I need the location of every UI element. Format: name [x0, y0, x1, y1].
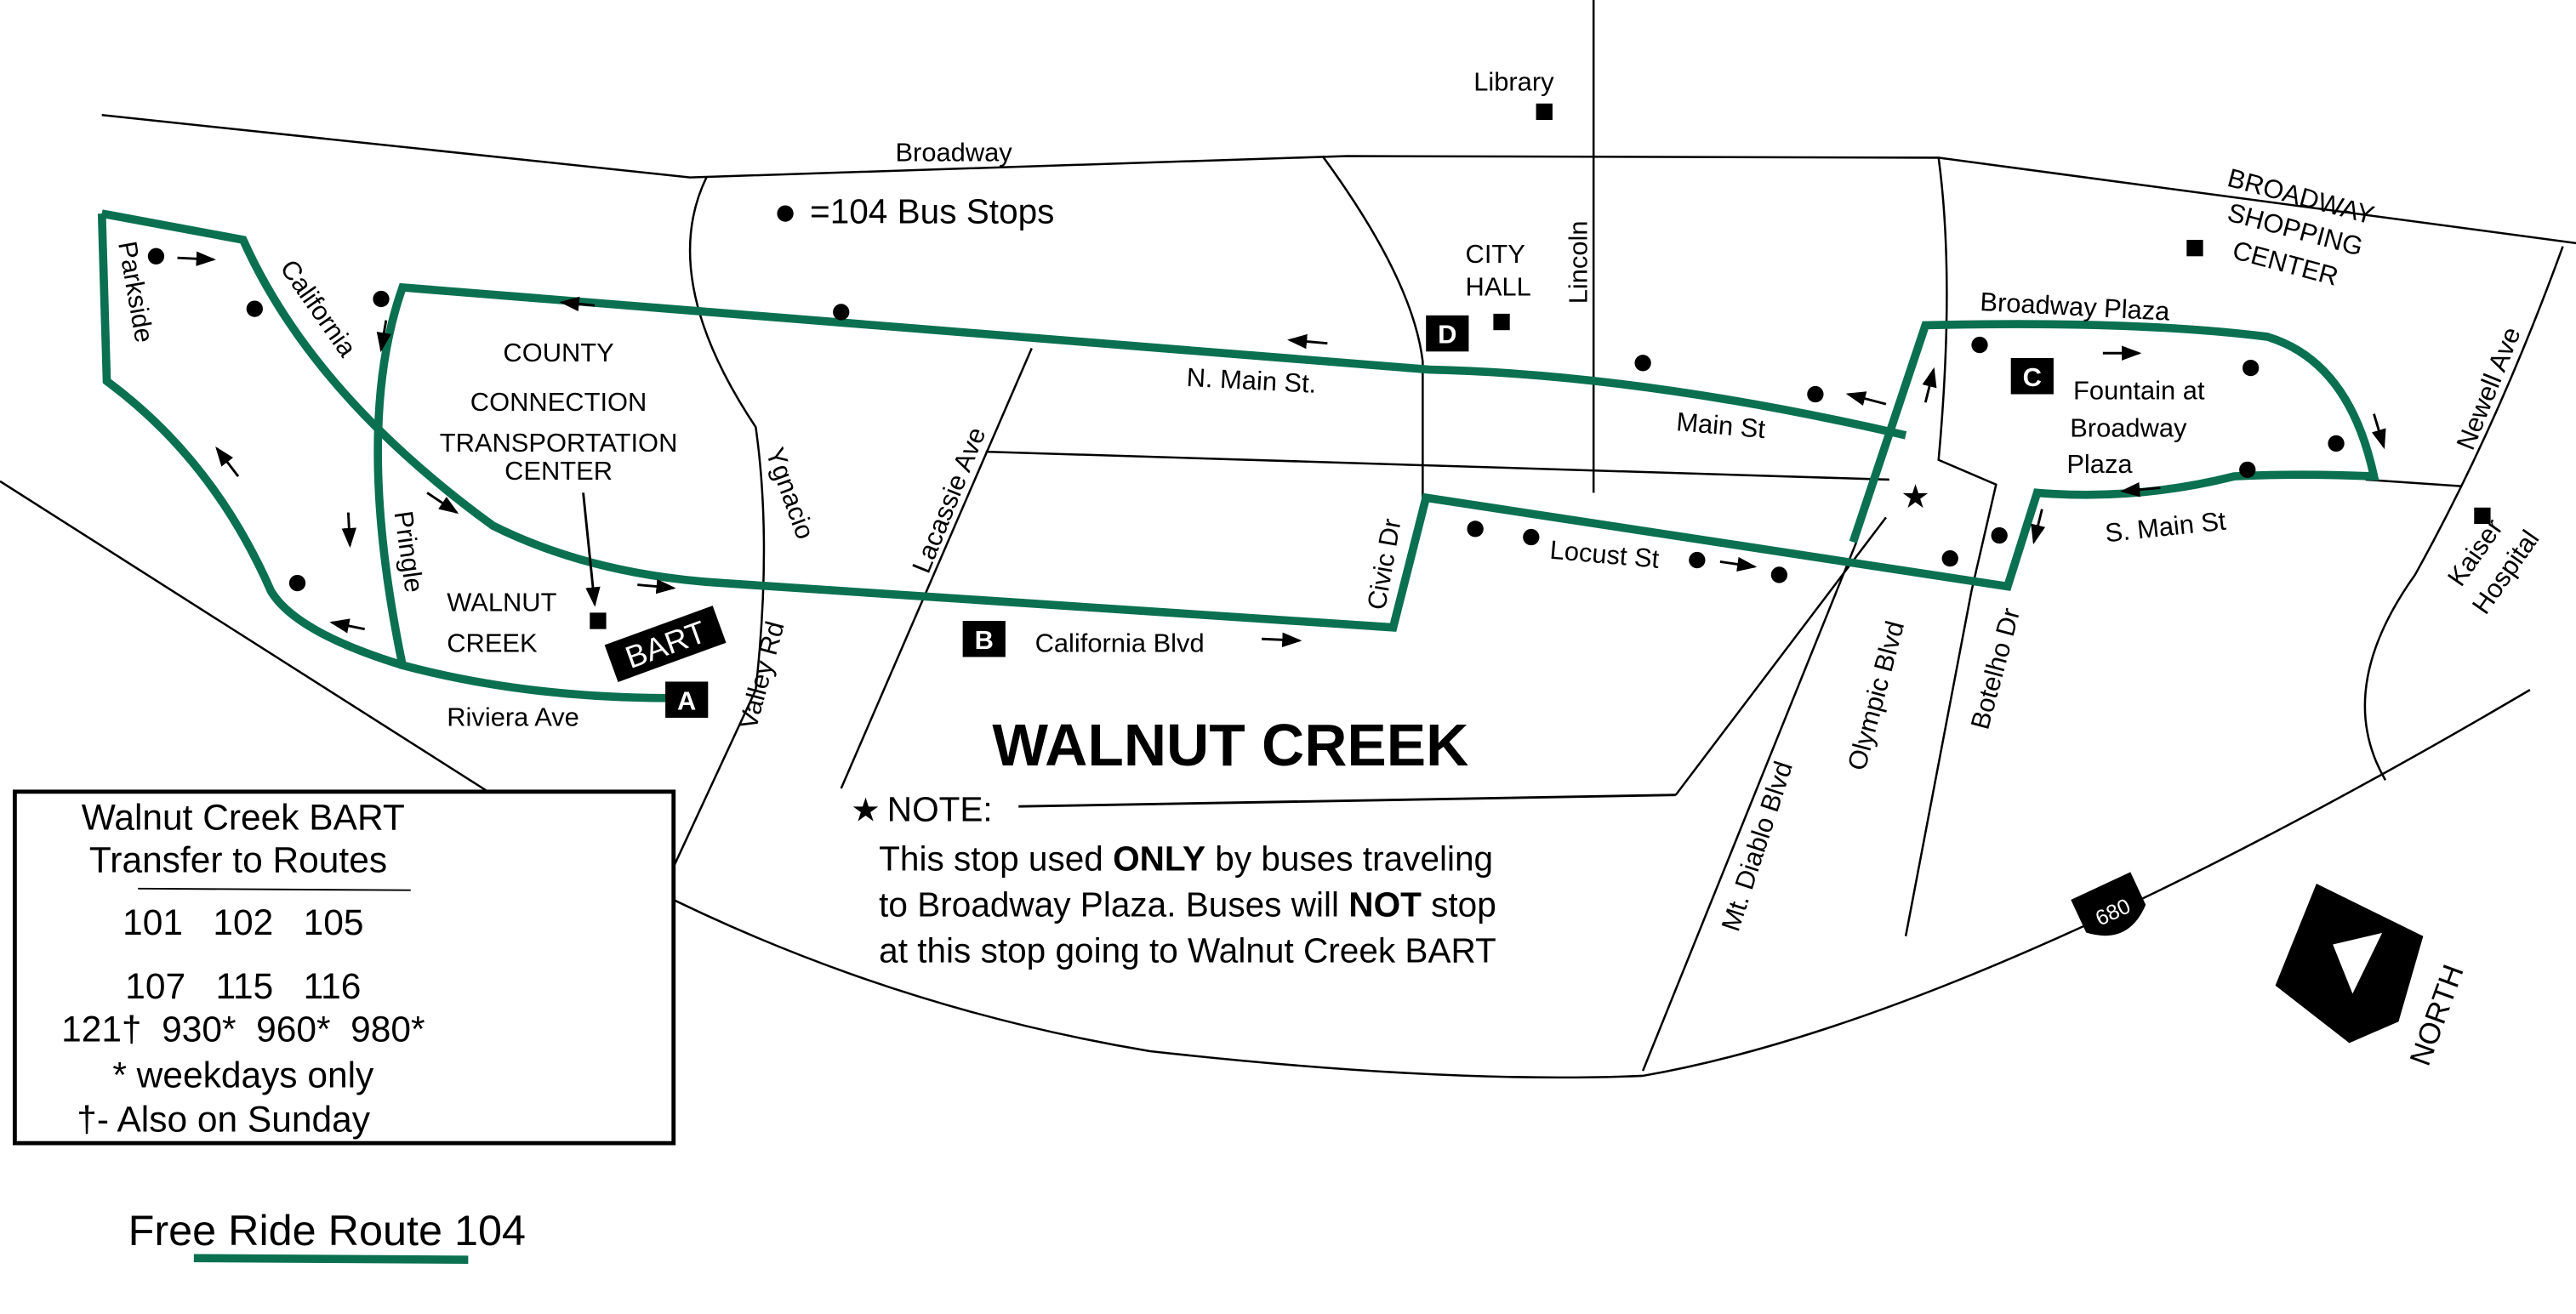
label-city-hall-1: CITY	[1466, 239, 1525, 269]
north-arrow-icon: NORTH	[2275, 883, 2471, 1071]
label-wc-station-2: CREEK	[447, 629, 538, 658]
stop-marker	[2328, 435, 2345, 452]
note-line-3: at this stop going to Walnut Creek BART	[879, 931, 1496, 970]
label-california: California	[275, 254, 363, 363]
label-ygnacio: Ygnacio	[760, 444, 820, 543]
label-s-main: S. Main St	[2104, 506, 2228, 549]
shopping-center-marker	[2186, 239, 2203, 257]
svg-text:A: A	[677, 685, 696, 715]
library-marker	[1536, 103, 1553, 121]
label-valley-rd: Valley Rd	[732, 618, 789, 732]
stop-marker	[1634, 355, 1651, 372]
label-riviera: Riviera Ave	[447, 703, 579, 732]
note-line-1: This stop used ONLY by buses traveling	[879, 839, 1493, 879]
transfer-routes-row-1: 101 102 105	[123, 903, 363, 943]
star-icon: ★	[1901, 479, 1930, 515]
note-heading: NOTE:	[887, 790, 993, 829]
label-broadway: Broadway	[895, 137, 1012, 167]
direction-arrows	[177, 251, 2386, 647]
timepoint-d: D	[1426, 315, 1469, 352]
svg-text:D: D	[1438, 320, 1456, 350]
svg-text:B: B	[975, 625, 994, 655]
label-county-4: CENTER	[504, 456, 613, 486]
stop-marker	[1523, 528, 1540, 546]
note-line-2: to Broadway Plaza. Buses will NOT stop	[879, 885, 1496, 924]
interstate-680-shield: 680	[2071, 872, 2146, 936]
stop-legend-label: =104 Bus Stops	[810, 192, 1054, 231]
label-main: Main St	[1675, 407, 1767, 444]
stop-marker	[1991, 526, 2008, 544]
route-104-line	[97, 209, 2379, 703]
label-county-3: TRANSPORTATION	[440, 428, 678, 458]
bus-stops	[147, 205, 2345, 592]
stop-marker	[373, 290, 390, 308]
timepoint-a: A	[665, 681, 709, 718]
transfer-routes-row-2: 107 115 116	[125, 967, 361, 1007]
label-locust: Locust St	[1548, 535, 1661, 574]
bart-station-marker	[590, 612, 607, 629]
label-city-hall-2: HALL	[1466, 272, 1531, 302]
label-newell: Newell Ave	[2450, 323, 2526, 454]
city-name: WALNUT CREEK	[992, 712, 1468, 778]
label-fountain-1: Fountain at	[2073, 375, 2205, 405]
map-title: Free Ride Route 104	[128, 1207, 526, 1254]
label-botelho: Botelho Dr	[1965, 605, 2026, 732]
label-pringle: Pringle	[389, 509, 430, 594]
stop-marker	[246, 300, 263, 317]
route-legend-line	[193, 1254, 469, 1265]
timepoint-b: B	[962, 621, 1006, 657]
transfer-routes-row-3: 121† 930* 960* 980*	[61, 1010, 425, 1049]
label-county-2: CONNECTION	[470, 387, 647, 417]
stop-marker	[288, 574, 306, 592]
label-mt-diablo: Mt. Diablo Blvd	[1715, 758, 1798, 935]
label-california-blvd: California Blvd	[1035, 629, 1205, 658]
note: ★ ★ NOTE: This stop used ONLY by buses t…	[851, 479, 1930, 970]
label-wc-station-1: WALNUT	[447, 587, 556, 617]
stop-marker	[147, 247, 165, 265]
label-n-main: N. Main St.	[1186, 362, 1317, 399]
transfer-title-2: Transfer to Routes	[89, 840, 387, 880]
stop-marker	[833, 304, 850, 321]
kaiser-marker	[2474, 507, 2491, 525]
stop-marker	[1467, 520, 1484, 538]
label-lacassie: Lacassie Ave	[906, 423, 991, 577]
stop-marker	[2239, 461, 2256, 479]
label-lincoln: Lincoln	[1563, 220, 1593, 304]
timepoint-c: C	[2010, 358, 2054, 395]
stop-marker	[1689, 551, 1706, 569]
transfer-footnote-2: †- Also on Sunday	[77, 1101, 370, 1141]
transfer-box: Walnut Creek BART Transfer to Routes 101…	[12, 789, 676, 1146]
label-library: Library	[1473, 66, 1554, 96]
label-county-1: COUNTY	[503, 338, 613, 367]
stop-marker	[1941, 549, 1958, 567]
label-fountain-3: Plaza	[2066, 449, 2133, 479]
stop-marker	[1971, 336, 1988, 354]
legend-stop-marker	[777, 205, 794, 222]
label-fountain-2: Broadway	[2070, 413, 2187, 443]
stop-marker	[2242, 359, 2260, 377]
bart-badge: BART	[604, 606, 727, 682]
transfer-footnote-1: * weekdays only	[112, 1055, 374, 1095]
stop-marker	[1807, 385, 1824, 403]
city-hall-marker	[1493, 313, 1510, 331]
star-icon: ★	[851, 793, 881, 829]
label-olympic: Olympic Blvd	[1842, 617, 1910, 773]
svg-text:C: C	[2023, 362, 2042, 392]
transfer-title-1: Walnut Creek BART	[82, 798, 405, 838]
stop-marker	[1770, 566, 1788, 583]
north-label: NORTH	[2404, 961, 2471, 1071]
